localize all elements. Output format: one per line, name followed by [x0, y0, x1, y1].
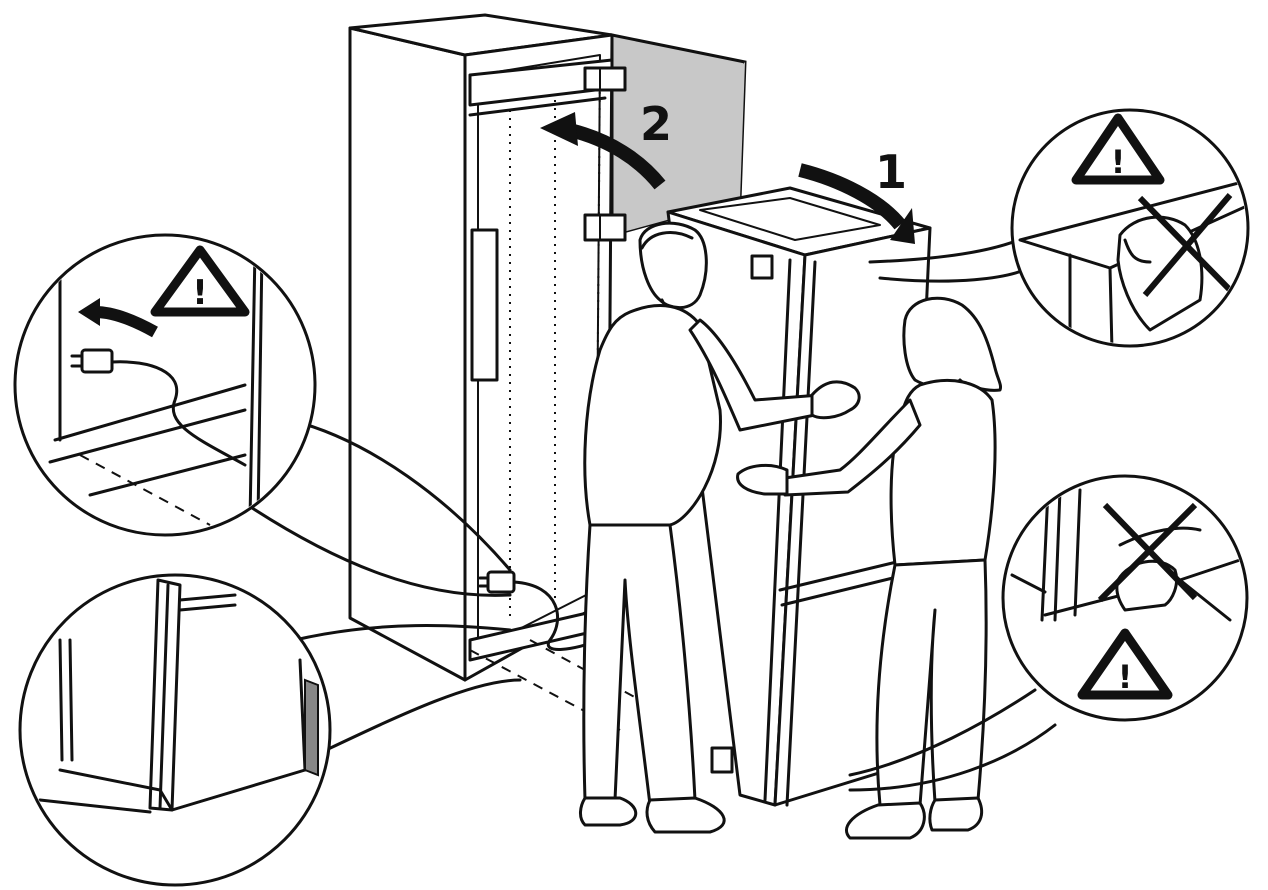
fridge-hinge-bottom [710, 746, 734, 774]
woman-figure [736, 296, 1002, 840]
man-hand [810, 380, 861, 420]
step-1-label: 1 [875, 145, 907, 199]
step-1-arrow [798, 163, 915, 244]
step-2-label: 2 [640, 97, 672, 151]
step-2-arrow [540, 112, 666, 190]
callout-base-detail [18, 573, 522, 887]
woman-shoe-right [928, 796, 984, 832]
warning-triangle-icon: ! [1077, 628, 1173, 700]
woman-head [902, 296, 1002, 392]
man-head [638, 221, 708, 310]
man-figure [579, 221, 861, 834]
callout-bottom-gripping-detail [848, 474, 1249, 792]
svg-text:!: ! [192, 273, 208, 313]
svg-text:!: ! [1111, 143, 1126, 181]
woman-legs [875, 558, 988, 807]
woman-shoe-left [845, 801, 926, 840]
man-shoe-left [579, 796, 638, 827]
warning-triangle-icon: ! [150, 245, 250, 317]
plug-in-cabinet [478, 570, 602, 651]
hinge-top [583, 66, 627, 92]
hinge-middle [583, 213, 627, 242]
warning-triangle-icon: ! [1071, 113, 1165, 185]
fridge-hinge-top [750, 254, 774, 280]
tall-cabinet [348, 13, 747, 731]
man-shoe-right [645, 796, 726, 834]
man-legs [582, 523, 697, 807]
svg-text:!: ! [1118, 658, 1133, 696]
callout-top-lifting-detail [868, 108, 1250, 348]
woman-hand [736, 463, 789, 496]
